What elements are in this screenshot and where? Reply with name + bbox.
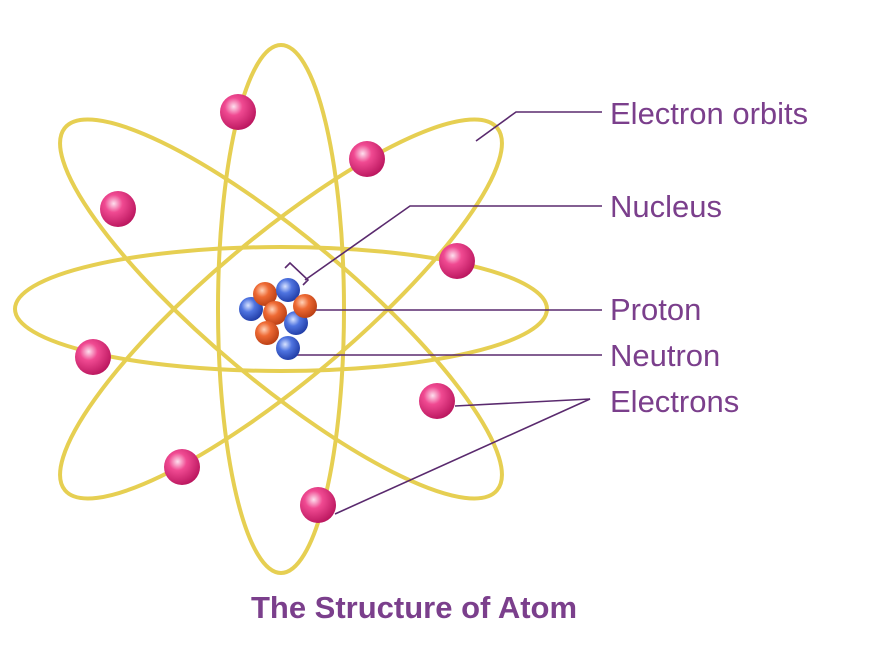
orbit-horizontal xyxy=(13,245,549,373)
electron xyxy=(220,94,256,130)
electron xyxy=(100,191,136,227)
label-proton: Proton xyxy=(610,292,701,327)
label-neutron: Neutron xyxy=(610,338,720,373)
electron xyxy=(419,383,455,419)
neutron xyxy=(239,297,263,321)
proton xyxy=(255,321,279,345)
proton xyxy=(293,294,317,318)
label-electron-orbits: Electron orbits xyxy=(610,96,808,131)
neutron xyxy=(276,278,300,302)
electron xyxy=(75,339,111,375)
leader-nucleus xyxy=(304,205,602,281)
electrons xyxy=(75,94,475,523)
diagram-title: The Structure of Atom xyxy=(251,590,577,625)
orbit-diagonal-b xyxy=(58,117,504,501)
nucleus xyxy=(239,278,317,360)
proton xyxy=(263,301,287,325)
label-nucleus: Nucleus xyxy=(610,189,722,224)
electron xyxy=(164,449,200,485)
orbit-diagonal-a xyxy=(58,117,504,501)
nucleus-bracket xyxy=(284,261,310,286)
neutron xyxy=(276,336,300,360)
orbit-vertical xyxy=(216,43,346,575)
leader-electrons xyxy=(334,398,591,515)
proton xyxy=(253,282,277,306)
electron-orbits xyxy=(13,43,549,575)
electron xyxy=(300,487,336,523)
electron xyxy=(349,141,385,177)
leader-electron-orbits xyxy=(475,111,602,142)
label-electrons: Electrons xyxy=(610,384,739,419)
leader-lines xyxy=(284,111,602,515)
electron xyxy=(439,243,475,279)
